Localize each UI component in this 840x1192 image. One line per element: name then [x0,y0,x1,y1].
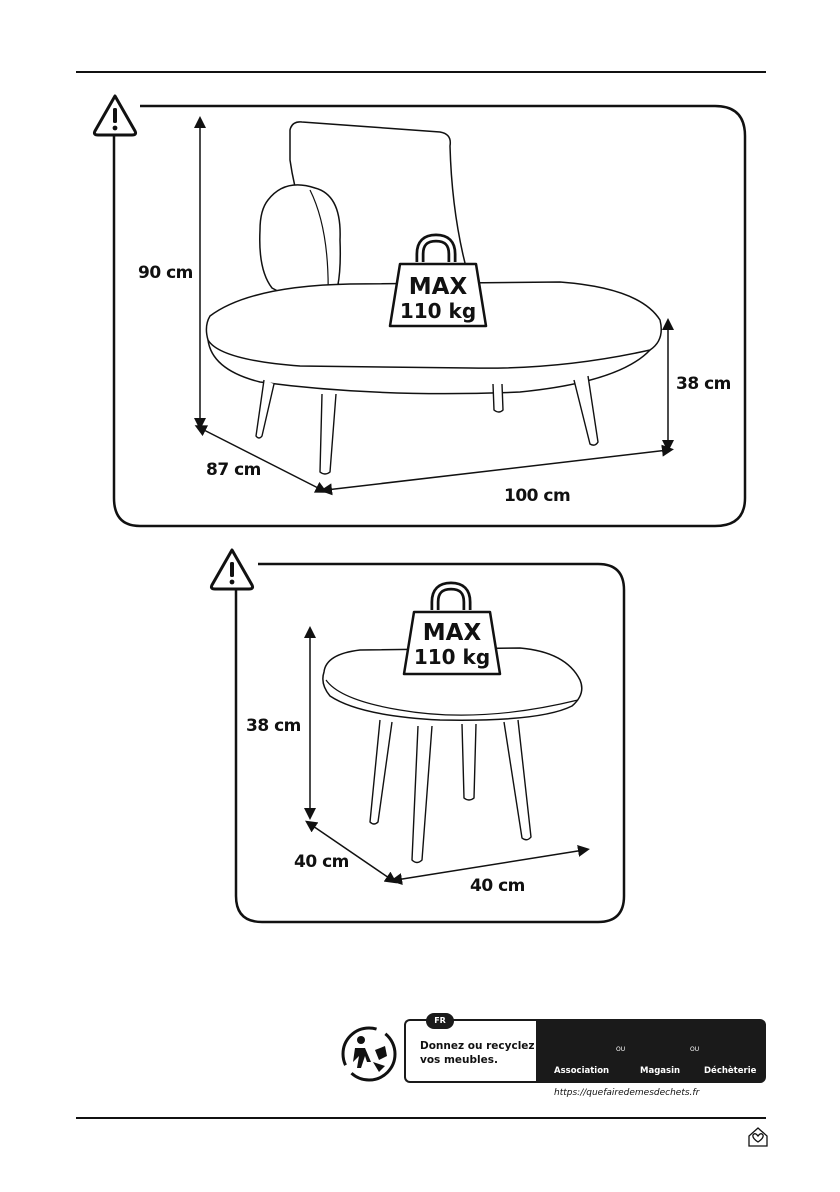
sofa-width-label: 100 cm [504,486,570,506]
message-line-2: vos meubles. [420,1053,535,1067]
sofa-width-arrow [326,450,668,490]
stool-max-load: MAX 110 kg [404,622,500,667]
option-association: Association [554,1066,609,1076]
option-decheterie: Déchèterie [704,1066,756,1076]
recycling-message: Donnez ou recyclez vos meubles. [420,1039,535,1067]
house-heart-icon [749,1128,767,1146]
stool-leg [462,724,476,800]
warning-triangle-icon [94,96,135,135]
max-weight: 110 kg [404,647,500,667]
or-separator: OU [616,1046,625,1053]
max-label: MAX [404,622,500,645]
option-magasin: Magasin [640,1066,680,1076]
sofa-depth-label: 87 cm [206,460,261,480]
or-separator: OU [690,1046,699,1053]
stool-width-label: 40 cm [470,876,525,896]
message-line-1: Donnez ou recyclez [420,1039,535,1053]
stool-depth-label: 40 cm [294,852,349,872]
country-badge: FR [426,1013,454,1029]
stool-leg [412,726,432,863]
max-label: MAX [390,276,486,299]
sofa-leg [256,380,274,438]
sofa-leg [320,394,336,474]
sofa-height-label: 90 cm [138,263,193,283]
sofa-leg [493,384,503,412]
sofa-seat-height-label: 38 cm [676,374,731,394]
stool-height-label: 38 cm [246,716,301,736]
sofa-max-load: MAX 110 kg [390,276,486,321]
recycling-url[interactable]: https://quefairedemesdechets.fr [554,1088,699,1098]
warning-triangle-icon [211,550,252,589]
bottom-rule [76,1117,766,1119]
stool-leg [370,720,392,824]
max-weight: 110 kg [390,301,486,321]
stool-leg [504,720,531,840]
sofa-leg [574,376,598,445]
triman-icon [343,1028,395,1080]
